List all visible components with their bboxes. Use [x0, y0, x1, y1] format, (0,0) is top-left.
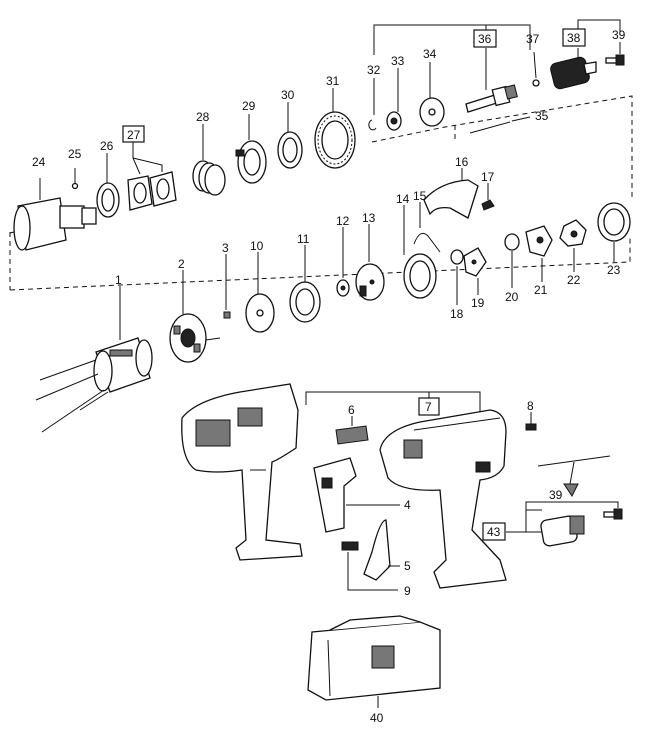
part-38-keyless-chuck: [550, 19, 621, 90]
part-13-planet-carrier: [355, 224, 385, 301]
label-18: 18: [450, 307, 464, 321]
label-5: 5: [404, 559, 411, 573]
part-11-ring: [289, 245, 321, 323]
part-16-cover: [423, 168, 479, 219]
part-15-wire-spring: [413, 202, 441, 253]
label-30: 30: [281, 88, 295, 102]
part-43-keyed-chuck: [506, 509, 585, 547]
part-14-ring-gear: [403, 205, 437, 299]
part-32-clip: [368, 78, 377, 131]
part-25-ball: [71, 168, 79, 190]
part-27-plates: [127, 140, 177, 211]
part-35-pin: [469, 116, 531, 134]
label-33: 33: [391, 54, 405, 68]
label-32: 32: [367, 63, 381, 77]
part-3-nut: [223, 254, 231, 319]
label-10: 10: [250, 239, 264, 253]
part-39-screw-2: [525, 501, 623, 520]
part-9-plate: [341, 541, 398, 591]
label-box-43: [482, 522, 506, 541]
part-19-planet-carrier: [463, 247, 487, 295]
part-30-washer: [277, 102, 303, 169]
part-18-gear: [450, 249, 464, 305]
label-27: 27: [127, 128, 141, 142]
part-housing-left: [181, 383, 303, 561]
part-22-sun-carrier: [559, 219, 587, 272]
part-26-washer: [96, 153, 120, 218]
part-37-ball: [532, 51, 540, 87]
part-2-motor-mount: [169, 270, 221, 363]
part-10-washer: [245, 252, 275, 333]
label-31: 31: [326, 74, 340, 88]
part-20-gear: [504, 233, 520, 288]
part-39-screw: [605, 42, 625, 66]
label-28: 28: [196, 110, 210, 124]
label-37: 37: [526, 32, 540, 46]
label-19: 19: [471, 296, 485, 310]
label-12: 12: [336, 214, 350, 228]
part-4-switch: [313, 457, 400, 533]
label-box-36: [473, 29, 497, 48]
label-14: 14: [396, 192, 410, 206]
label-40: 40: [370, 711, 384, 725]
label-15: 15: [413, 189, 427, 203]
label-8: 8: [527, 399, 534, 413]
label-21: 21: [534, 283, 548, 297]
label-25: 25: [68, 147, 82, 161]
label-9: 9: [404, 584, 411, 598]
label-20: 20: [505, 290, 519, 304]
label-24: 24: [32, 155, 46, 169]
label-39: 39: [612, 28, 626, 42]
label-26: 26: [100, 139, 114, 153]
part-36-spindle: [373, 24, 531, 113]
label-1: 1: [115, 273, 122, 287]
label-38: 38: [567, 31, 581, 45]
label-box-7: [418, 397, 440, 416]
part-40-battery: [307, 615, 441, 708]
part-6-switch-cap: [335, 416, 369, 445]
part-28-spring: [192, 124, 226, 196]
part-12-planet-gear: [336, 227, 350, 297]
part-17-spring-plate: [481, 183, 495, 211]
label-16: 16: [455, 155, 469, 169]
label-7: 7: [425, 400, 432, 414]
label-box-27: [122, 125, 145, 143]
label-4: 4: [404, 498, 411, 512]
part-29-clutch-ring: [235, 114, 267, 184]
label-11: 11: [297, 232, 310, 246]
label-34: 34: [423, 47, 437, 61]
label-22: 22: [567, 273, 581, 287]
label-2: 2: [178, 257, 185, 271]
label-3: 3: [222, 241, 229, 255]
label-35: 35: [535, 109, 549, 123]
part-23-ring: [597, 202, 631, 262]
part-1-motor: [35, 286, 153, 433]
label-39-lower: 39: [549, 488, 563, 502]
label-17: 17: [481, 170, 495, 184]
label-29: 29: [242, 99, 256, 113]
part-34-plate: [419, 62, 445, 127]
part-5-contact: [363, 519, 400, 581]
label-13: 13: [362, 211, 376, 225]
part-8-screw: [525, 412, 537, 431]
part-chuck-key: [537, 455, 611, 497]
label-box-38: [562, 28, 586, 47]
part-21-carrier: [525, 225, 553, 282]
label-43: 43: [487, 525, 501, 539]
label-23: 23: [607, 263, 621, 277]
part-24-gear-housing: [13, 178, 97, 251]
part-31-adjusting-ring: [314, 88, 356, 169]
label-6: 6: [348, 403, 355, 417]
part-7-housing-right: [305, 391, 507, 589]
label-36: 36: [478, 32, 492, 46]
part-33-washer: [386, 68, 402, 131]
